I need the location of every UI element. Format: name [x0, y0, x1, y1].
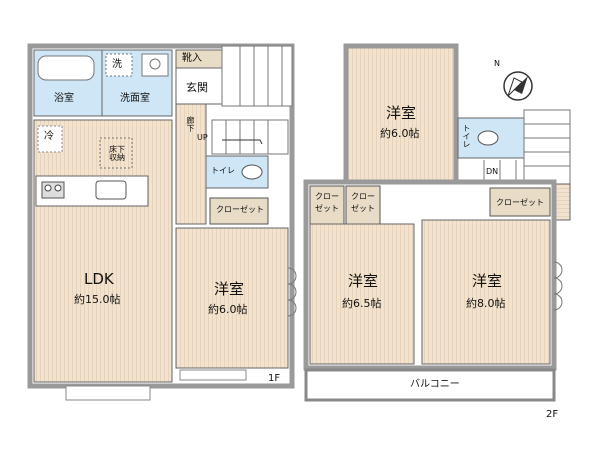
western-room-1f: [175, 227, 289, 369]
entrance-label: 玄関: [186, 81, 208, 94]
western-room-2f-left: [309, 223, 415, 365]
washing-machine-icon: [105, 53, 133, 77]
western-room-2f-top: [343, 43, 459, 185]
underfloor-storage-label: 床下収納: [109, 145, 125, 162]
burner-icon: [54, 184, 62, 192]
ldk-area-label: 約15.0帖: [74, 293, 121, 306]
washroom-label: 洗面室: [120, 93, 150, 104]
shoe-storage-label: 靴入: [182, 53, 202, 64]
compass-north-label: N: [494, 59, 500, 68]
closet-2f-right-label: クローゼット: [496, 198, 544, 207]
window-icon: [553, 261, 563, 311]
stairs-2f: [523, 109, 571, 185]
balcony: [304, 368, 556, 402]
entrance: [175, 67, 223, 105]
toilet-bowl-icon: [477, 130, 499, 146]
fridge-space: [37, 125, 63, 153]
stairs-1f: [211, 45, 293, 155]
burner-icon: [44, 184, 52, 192]
closet-2f-left-label-b: ゼット: [315, 204, 339, 213]
western-2f-right-name-label: 洋室: [472, 272, 503, 290]
closet-2f-right: [489, 187, 551, 217]
closet-2f-left-label-a: クロー: [315, 192, 339, 201]
western-2f-left-area-label: 約6.5帖: [342, 297, 382, 310]
western-2f-top-area-label: 約6.0帖: [380, 127, 420, 140]
dn-label: DN: [486, 167, 499, 176]
closet-2f-mid: [345, 185, 381, 225]
toilet-bowl-icon: [241, 164, 263, 180]
ldk-room: [33, 119, 173, 383]
balcony-label: バルコニー: [410, 379, 460, 390]
window-icon: [287, 267, 297, 317]
compass-icon: [503, 71, 533, 101]
kitchen-sink-icon: [95, 180, 127, 200]
bath-label: 浴室: [54, 93, 74, 104]
closet-1f: [209, 197, 269, 225]
hallway-label: 廊下: [186, 116, 195, 132]
western-room-2f-right: [421, 219, 551, 365]
wash-mark-label: 洗: [112, 59, 122, 70]
ldk-name-label: LDK: [84, 270, 114, 288]
bay-ldk: [65, 385, 151, 401]
toilet-1f-label: トイレ: [211, 166, 235, 175]
fridge-label: 冷: [44, 131, 54, 142]
western-2f-left-name-label: 洋室: [348, 272, 379, 290]
western-2f-top-name-label: 洋室: [386, 104, 417, 122]
hallway: [175, 103, 207, 225]
floor-2-label: 2F: [546, 409, 559, 420]
floor-1-label: 1F: [268, 373, 281, 384]
closet-2f-mid-label-b: ゼット: [351, 204, 375, 213]
up-label: UP: [197, 133, 208, 142]
floor-1: [27, 43, 297, 401]
bathtub-icon: [37, 55, 95, 81]
western-1f-name-label: 洋室: [214, 280, 245, 298]
underfloor-storage: [99, 137, 133, 169]
closet-2f-left: [309, 185, 345, 225]
closet-2f-mid-label-a: クロー: [351, 192, 375, 201]
toilet-2f-label: トイレ: [462, 124, 471, 148]
western-1f-area-label: 約6.0帖: [208, 303, 248, 316]
basin-icon: [149, 58, 161, 70]
western-2f-right-area-label: 約8.0帖: [466, 297, 506, 310]
closet-1f-label: クローゼット: [216, 205, 264, 214]
terrace-1f: [179, 369, 247, 381]
floor-2: [303, 43, 571, 402]
